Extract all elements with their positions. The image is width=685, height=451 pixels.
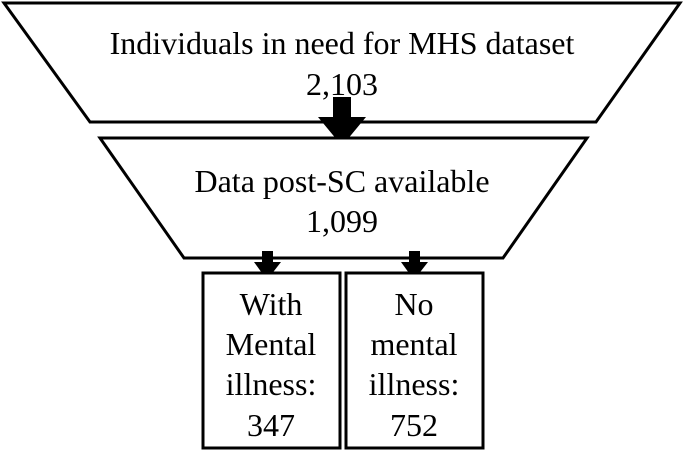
no-mental-illness-line-3: illness: [369, 366, 460, 402]
with-mental-illness-box [201, 271, 342, 450]
funnel-stage-2-shape [97, 136, 590, 260]
no-mental-illness-line-1: No [394, 286, 433, 322]
no-mental-illness-box [344, 271, 485, 450]
with-mental-illness-count: 347 [247, 407, 295, 443]
funnel-stage-1-label: Individuals in need for MHS dataset [110, 25, 575, 61]
with-mental-illness-line-3: illness: [226, 366, 317, 402]
down-arrow-icon [254, 251, 281, 280]
no-mental-illness-line-2: mental [370, 326, 457, 362]
funnel-stage-1-shape [1, 1, 683, 124]
down-arrow-icon [401, 251, 428, 280]
down-arrow-icon [318, 97, 366, 146]
no-mental-illness-count: 752 [390, 407, 438, 443]
funnel-stage-1-count: 2,103 [306, 66, 378, 102]
funnel-stage-2-count: 1,099 [306, 203, 378, 239]
with-mental-illness-line-2: Mental [226, 326, 317, 362]
funnel-stage-2-label: Data post-SC available [194, 163, 489, 199]
with-mental-illness-line-1: With [240, 286, 303, 322]
